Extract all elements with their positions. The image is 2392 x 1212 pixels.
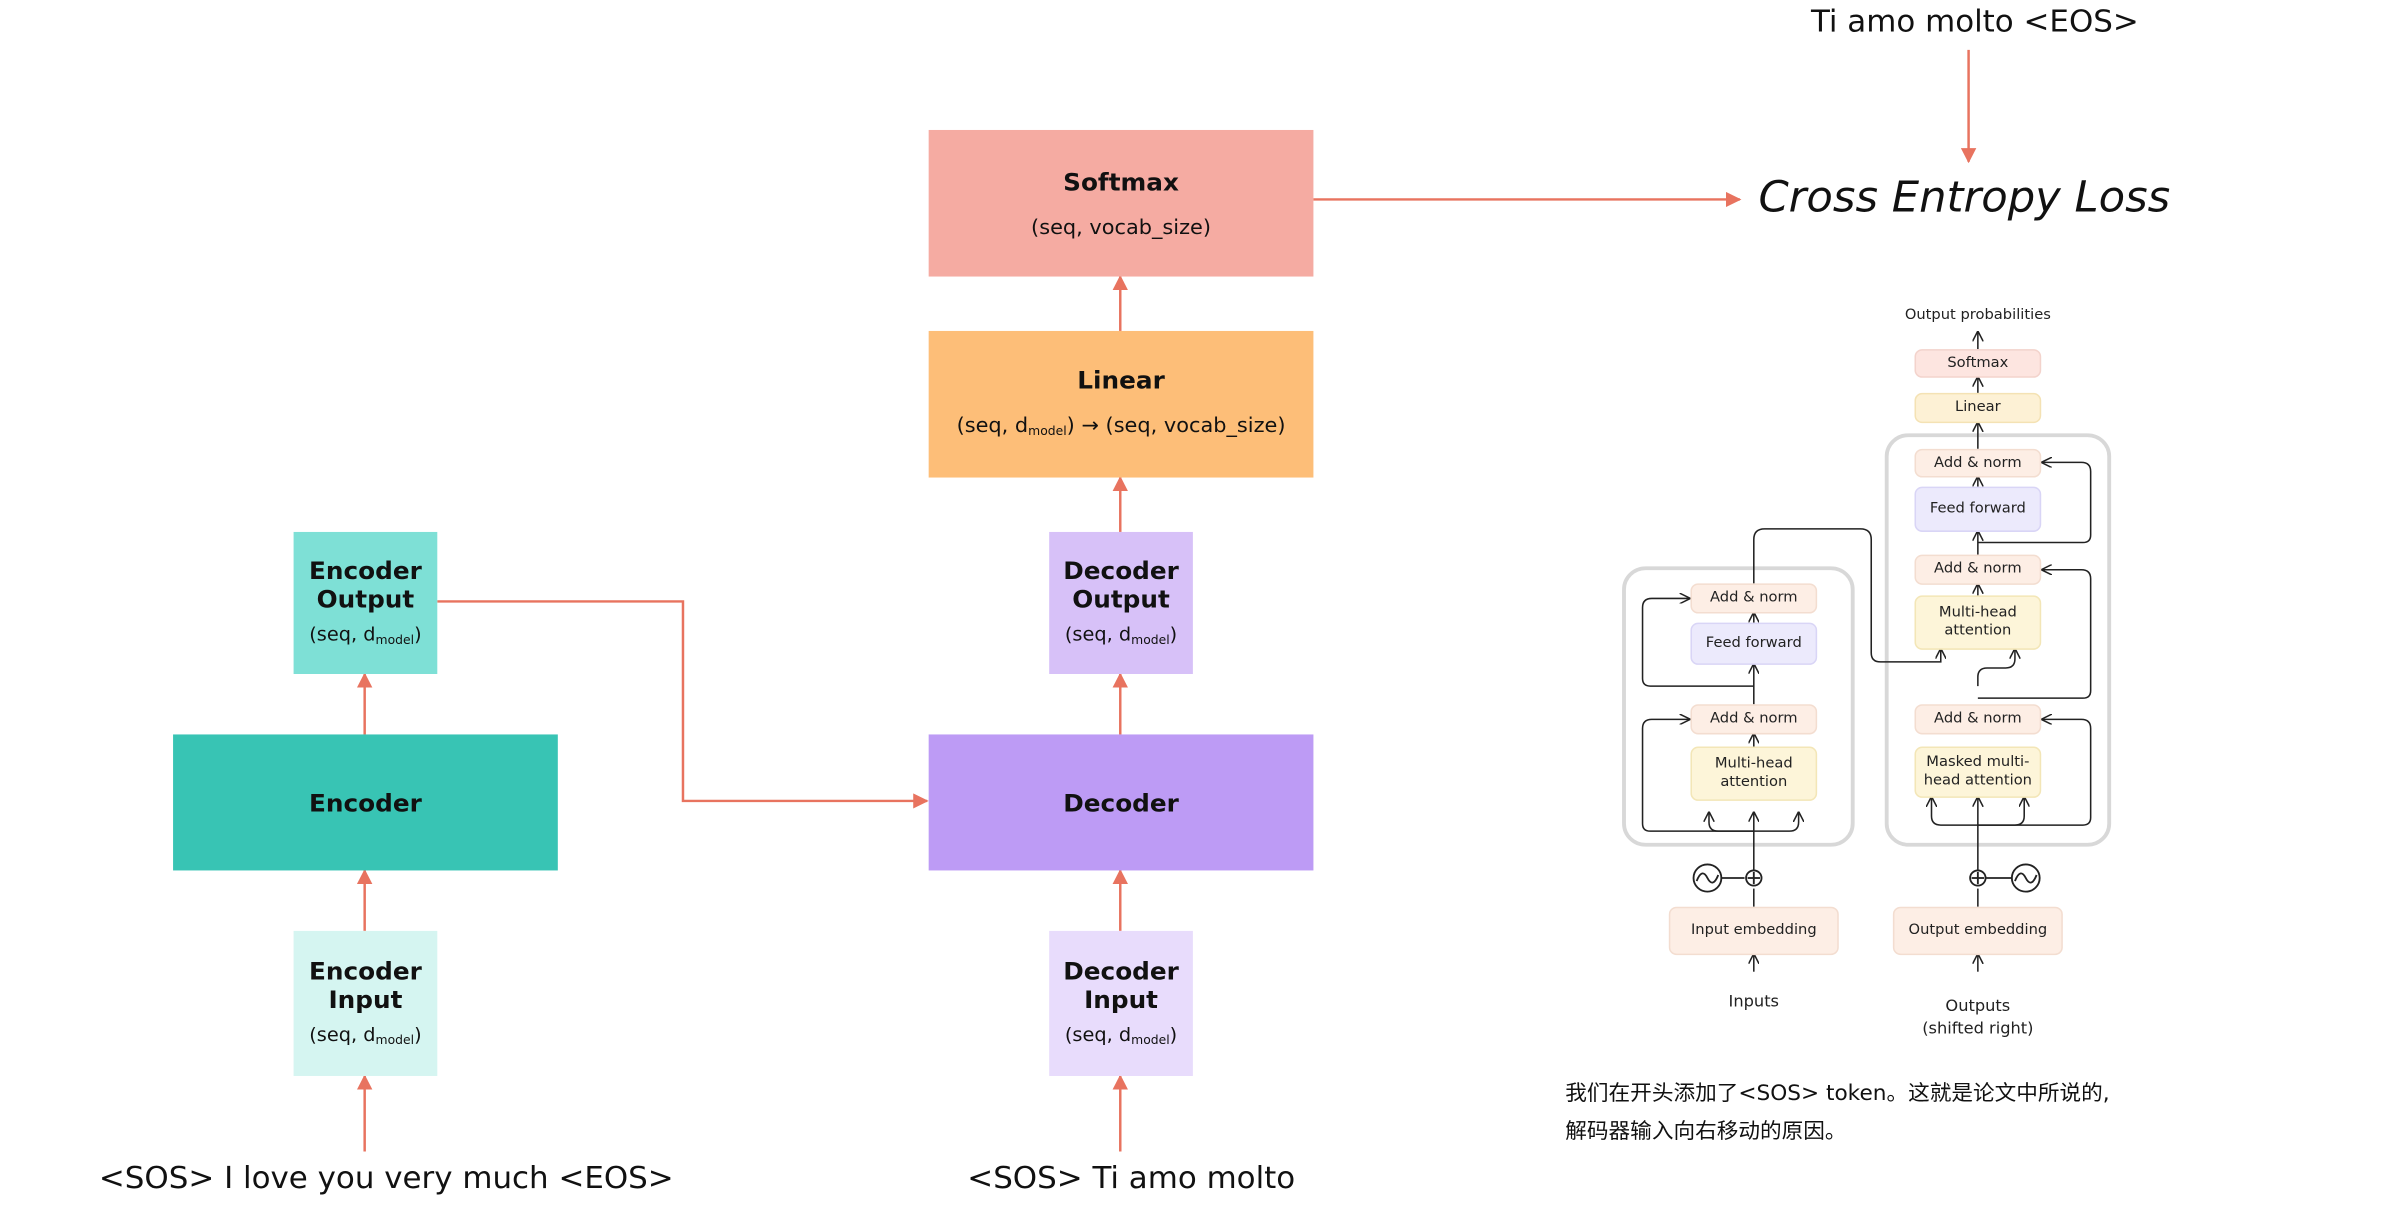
decoder-title: Decoder xyxy=(1063,788,1179,817)
caption-line-2: 解码器输入向右移动的原因。 xyxy=(1565,1119,1847,1144)
dec-masked-attention: Masked multi-head attention xyxy=(1914,746,2042,798)
encoder-output-block: Encoder Output (seq, dmodel) xyxy=(293,531,438,674)
target-sequence: Ti amo molto <EOS> xyxy=(1810,3,2139,40)
tf-linear-box: Linear xyxy=(1914,392,2042,424)
shifted-right-label: (shifted right) xyxy=(1922,1020,2034,1039)
decoder-input-shape: (seq, dmodel) xyxy=(1064,1022,1178,1047)
decoder-positional-encoding-icon xyxy=(1969,863,2041,893)
decoder-output-shape: (seq, dmodel) xyxy=(1064,621,1178,647)
output-probabilities-label: Output probabilities xyxy=(1904,306,2051,324)
decoder-stack-frame xyxy=(1884,433,2112,847)
decoder-output-block: Decoder Output (seq, dmodel) xyxy=(1049,531,1193,674)
dec-add-norm-2: Add & norm xyxy=(1914,554,2042,585)
outputs-label: Outputs xyxy=(1945,997,2011,1016)
encoder-input-shape: (seq, dmodel) xyxy=(309,1022,422,1047)
arrow-encoder-output-to-decoder xyxy=(437,600,929,809)
output-embedding-box: Output embedding xyxy=(1892,906,2063,956)
softmax-block: Softmax (seq, vocab_size) xyxy=(928,129,1314,277)
input-embedding-box: Input embedding xyxy=(1668,906,1839,956)
encoder-output-title: Encoder Output xyxy=(309,555,422,613)
decoder-sentence: <SOS> Ti amo molto xyxy=(967,1159,1296,1196)
caption-line-1: 我们在开头添加了<SOS> token。这就是论文中所说的, xyxy=(1565,1082,2110,1107)
encoder-input-block: Encoder Input (seq, dmodel) xyxy=(293,930,438,1076)
decoder-input-title: Decoder Input xyxy=(1063,955,1179,1014)
encoder-stack-frame xyxy=(1622,566,1855,847)
linear-title: Linear xyxy=(1077,365,1165,395)
enc-add-norm-2: Add & norm xyxy=(1690,583,1818,614)
enc-feed-forward: Feed forward xyxy=(1690,622,1818,665)
enc-multi-head-attention: Multi-head attention xyxy=(1690,746,1818,801)
inputs-label: Inputs xyxy=(1728,992,1780,1011)
decoder-output-title: Decoder Output xyxy=(1063,555,1179,613)
linear-shape: (seq, dmodel) → (seq, vocab_size) xyxy=(956,414,1286,439)
tf-softmax-box: Softmax xyxy=(1914,349,2042,378)
encoder-output-shape: (seq, dmodel) xyxy=(309,621,422,647)
encoder-title: Encoder xyxy=(309,788,422,817)
encoder-input-title: Encoder Input xyxy=(309,955,422,1014)
decoder-block: Decoder xyxy=(928,734,1314,871)
encoder-block: Encoder xyxy=(173,734,558,871)
decoder-input-block: Decoder Input (seq, dmodel) xyxy=(1049,930,1193,1076)
encoder-sentence: <SOS> I love you very much <EOS> xyxy=(98,1159,674,1196)
enc-add-norm-1: Add & norm xyxy=(1690,704,1818,735)
softmax-shape: (seq, vocab_size) xyxy=(1031,215,1212,240)
dec-cross-attention: Multi-head attention xyxy=(1914,595,2042,650)
loss-label: Cross Entropy Loss xyxy=(1758,172,2171,223)
dec-add-norm-1: Add & norm xyxy=(1914,704,2042,735)
dec-add-norm-3: Add & norm xyxy=(1914,448,2042,478)
dec-feed-forward: Feed forward xyxy=(1914,486,2042,532)
linear-block: Linear (seq, dmodel) → (seq, vocab_size) xyxy=(928,330,1314,478)
softmax-title: Softmax xyxy=(1063,166,1179,196)
encoder-positional-encoding-icon xyxy=(1692,863,1763,893)
